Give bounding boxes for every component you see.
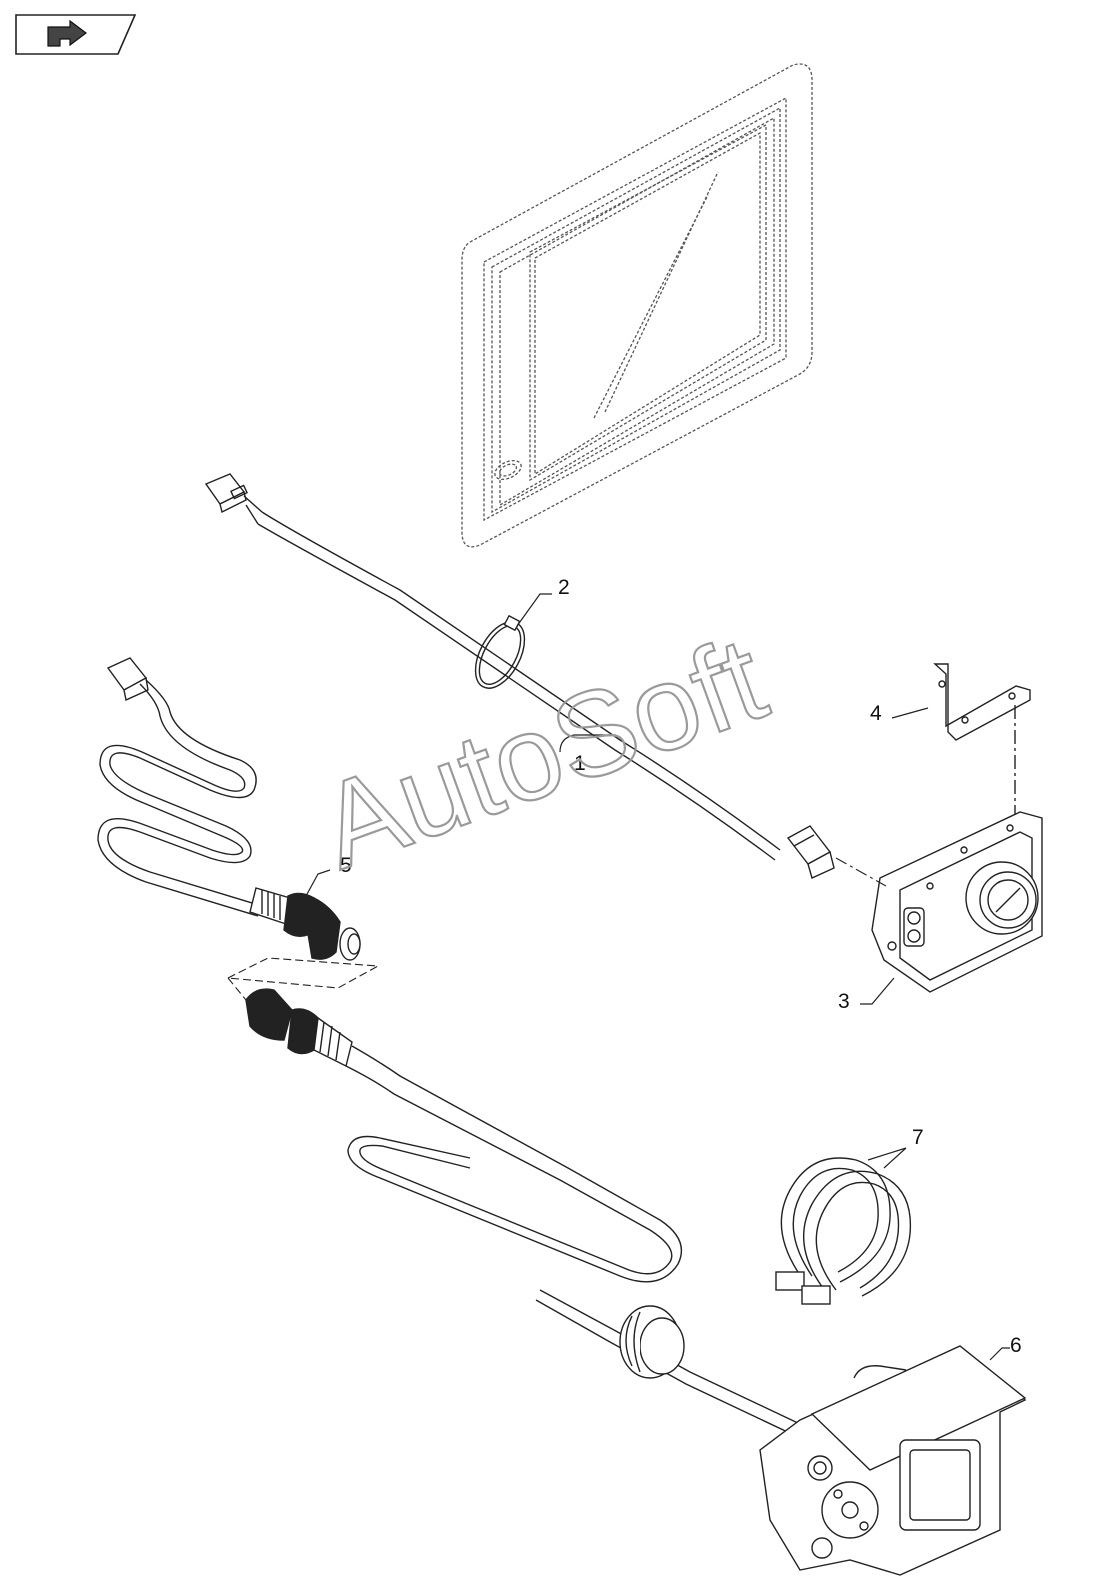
cable-1 — [204, 473, 835, 879]
callout-2: 2 — [558, 576, 570, 599]
connector-5-lower — [245, 988, 353, 1068]
arrow-pointer-icon — [47, 19, 87, 47]
grommet — [619, 1305, 685, 1379]
cable-tie — [474, 614, 526, 689]
mounting-bracket — [933, 663, 1031, 822]
connector-socket — [786, 825, 835, 879]
connector-plug — [204, 473, 263, 525]
cable-coiled-upper — [97, 657, 263, 917]
callout-4: 4 — [870, 702, 882, 725]
cable-coiled-lower — [345, 1045, 801, 1437]
connector-5-upper — [249, 887, 361, 961]
guide-line — [835, 857, 887, 887]
pairing-guide — [226, 957, 380, 989]
camera-unit-3 — [871, 811, 1043, 993]
watermark: AutoSoft — [303, 611, 781, 894]
callout-6: 6 — [1010, 1334, 1022, 1357]
callout-7: 7 — [912, 1126, 924, 1149]
nav-tab[interactable] — [15, 14, 137, 55]
callout-3: 3 — [838, 990, 850, 1013]
callout-5: 5 — [340, 854, 352, 877]
display-monitor — [461, 63, 813, 548]
callout-leaders — [305, 593, 1010, 1361]
callout-1: 1 — [574, 752, 586, 775]
camera-unit-6 — [759, 1345, 1027, 1576]
item-1-marker — [559, 734, 616, 753]
cable-clamps — [775, 1157, 912, 1305]
